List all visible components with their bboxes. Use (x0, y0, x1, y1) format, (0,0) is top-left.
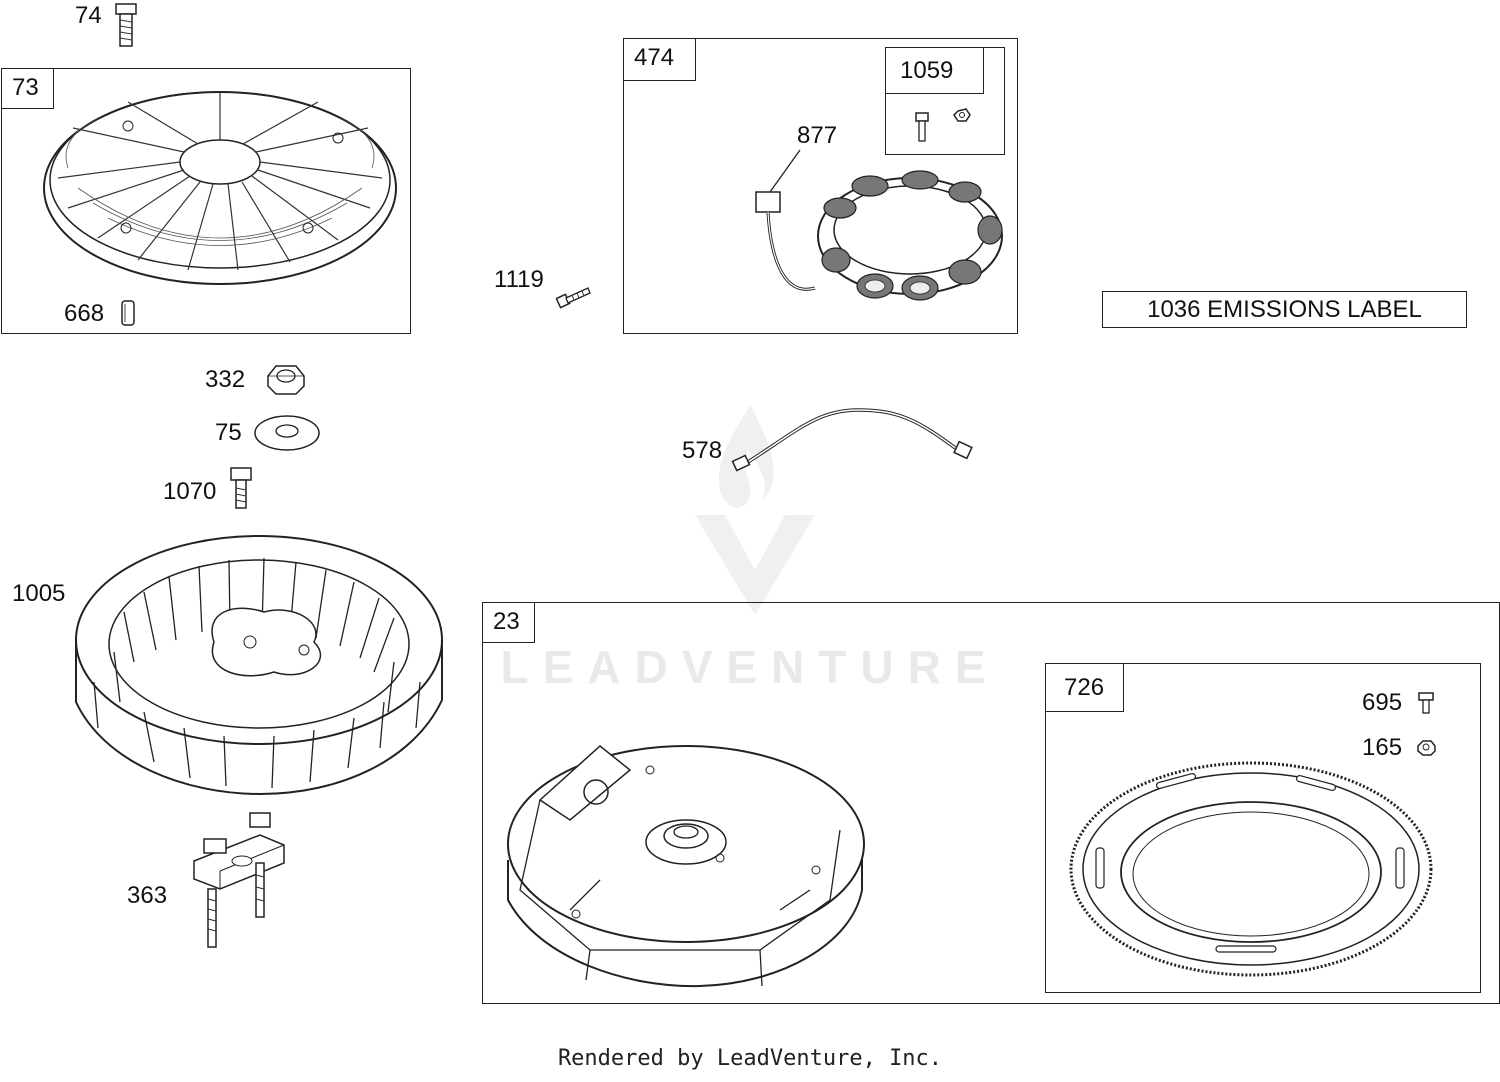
leadventure-watermark-logo (695, 405, 815, 615)
box-726: 726 (1045, 663, 1481, 993)
callout-23: 23 (483, 603, 535, 643)
screw-695 (1418, 692, 1434, 714)
callout-668: 668 (64, 300, 105, 327)
ground-wire-578 (731, 408, 973, 472)
callout-1070: 1070 (163, 478, 217, 505)
screw-1119 (556, 287, 591, 309)
callout-73: 73 (2, 69, 54, 109)
washer-75 (254, 415, 320, 451)
alternator-stator-877 (755, 149, 1003, 301)
screw-and-nut-1059 (915, 108, 971, 142)
callout-1119: 1119 (494, 266, 544, 293)
nut-165 (1417, 740, 1436, 756)
fan-1005 (75, 535, 443, 796)
ring-gear-726 (1069, 761, 1433, 977)
callout-695: 695 (1362, 689, 1403, 716)
box-73: 73 (1, 68, 411, 334)
rotating-screen-part (43, 91, 397, 285)
callout-578: 578 (682, 437, 723, 464)
footer-credit: Rendered by LeadVenture, Inc. (557, 1046, 943, 1071)
flywheel-23 (507, 745, 865, 988)
bolt-74 (115, 3, 137, 47)
callout-75: 75 (215, 419, 242, 446)
pin-668 (121, 300, 135, 326)
callout-363: 363 (127, 882, 168, 909)
emissions-label: 1036 EMISSIONS LABEL (1102, 291, 1467, 328)
callout-726: 726 (1046, 664, 1124, 712)
callout-165: 165 (1362, 734, 1403, 761)
callout-1059: 1059 (886, 48, 984, 94)
nut-332 (267, 365, 305, 395)
box-1059: 1059 (885, 47, 1005, 155)
bolt-1070 (230, 467, 252, 509)
watermark-text: LEADVENTURE (500, 641, 1000, 693)
callout-332: 332 (205, 366, 246, 393)
callout-1005: 1005 (12, 580, 66, 607)
callout-474: 474 (624, 39, 696, 81)
callout-877: 877 (797, 122, 838, 149)
box-474: 474 (623, 38, 1018, 334)
adjuster-bracket-363 (193, 812, 285, 948)
callout-74: 74 (75, 2, 102, 29)
box-23: 23 (482, 602, 1500, 1004)
